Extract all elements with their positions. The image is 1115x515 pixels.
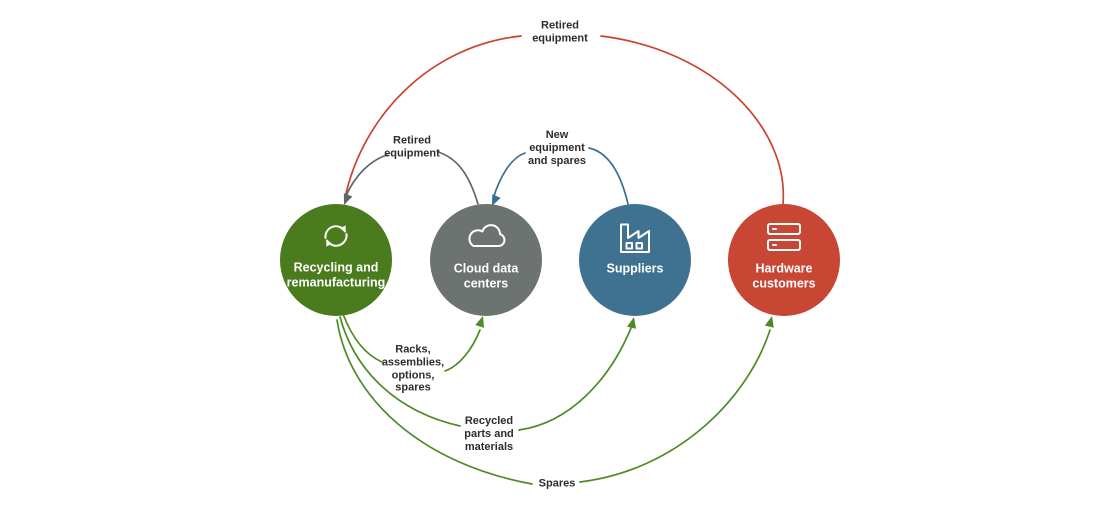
arrowhead-into-customers: [764, 316, 774, 328]
edge-new-equipment-left-path: [492, 152, 526, 200]
node-customers-circle: [728, 204, 840, 316]
node-recycling-label: Recycling and remanufacturing: [286, 260, 386, 289]
arrowhead-into-cloud-top: [492, 194, 501, 206]
edge-retired-equipment-top-label: Retired equipment: [532, 19, 588, 44]
edge-racks-left-path: [342, 313, 383, 363]
factory-icon: [620, 223, 650, 253]
edge-retired-equipment-top-left-path: [344, 35, 522, 199]
recycle-icon: [324, 225, 348, 247]
edge-new-equipment-label: New equipment and spares: [527, 128, 587, 167]
node-suppliers-label: Suppliers: [606, 261, 664, 276]
arrowhead-into-cloud-bottom: [475, 316, 484, 328]
node-suppliers-circle: [579, 204, 691, 316]
node-cloud-circle: [430, 204, 542, 316]
edge-recycled-parts-right-path: [518, 327, 632, 431]
edge-spares-left-path: [336, 319, 533, 485]
edge-retired-equipment-mid-label: Retired equipment: [384, 134, 440, 159]
edge-spares-right-path: [579, 329, 771, 483]
edge-retired-equipment-top-right-path: [600, 35, 785, 205]
edge-new-equipment-right-path: [588, 147, 629, 205]
edge-recycled-parts-left-path: [339, 316, 461, 427]
node-cloud-label: Cloud data centers: [453, 261, 519, 290]
edge-retired-equipment-mid-left-path: [345, 154, 388, 197]
edge-racks-label: Racks, assemblies, options, spares: [381, 343, 445, 394]
arrowhead-into-recycling: [343, 193, 353, 205]
node-customers-label: Hardware customers: [752, 261, 816, 290]
node-recycling-circle: [280, 204, 392, 316]
servers-icon: [767, 223, 801, 251]
edge-recycled-parts-label: Recycled parts and materials: [464, 414, 514, 453]
edge-retired-equipment-mid-right-path: [437, 151, 479, 205]
edge-spares-label: Spares: [538, 477, 576, 490]
edge-racks-right-path: [444, 329, 481, 372]
arrowhead-into-suppliers: [627, 317, 637, 329]
cloud-icon: [468, 224, 506, 247]
